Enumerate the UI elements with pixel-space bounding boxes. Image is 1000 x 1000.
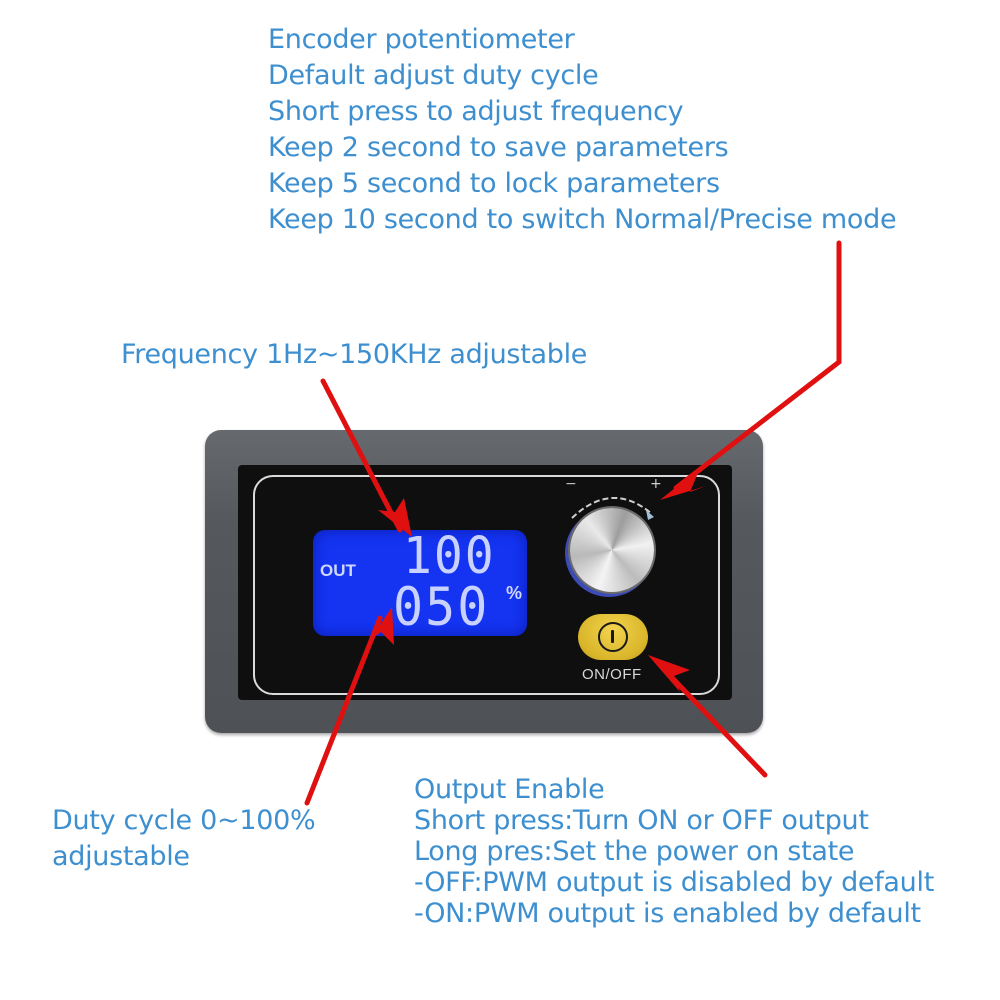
knob-direction-arc-icon xyxy=(571,497,654,520)
lcd-out-label: OUT xyxy=(320,561,356,580)
encoder-note-line: Short press to adjust frequency xyxy=(268,96,684,127)
power-button[interactable] xyxy=(578,614,648,660)
output-enable-notes: Output Enable Short press:Turn ON or OFF… xyxy=(414,774,934,929)
encoder-knob[interactable] xyxy=(570,508,654,592)
duty-cycle-note: Duty cycle 0~100% adjustable xyxy=(52,803,316,875)
lcd-percent-unit: % xyxy=(506,583,523,603)
encoder-notes: Encoder potentiometer Default adjust dut… xyxy=(268,22,897,238)
duty-note-line: Duty cycle 0~100% xyxy=(52,805,316,836)
output-note-line: -ON:PWM output is enabled by default xyxy=(414,898,921,929)
output-note-line: -OFF:PWM output is disabled by default xyxy=(414,867,934,898)
encoder-note-line: Keep 5 second to lock parameters xyxy=(268,168,720,199)
lcd-frequency-value: 100 xyxy=(403,526,496,586)
power-icon xyxy=(598,622,628,652)
knob-minus-symbol: − xyxy=(565,476,577,492)
encoder-note-line: Default adjust duty cycle xyxy=(268,60,599,91)
output-note-line: Output Enable xyxy=(414,774,605,805)
encoder-note-line: Keep 2 second to save parameters xyxy=(268,132,729,163)
duty-note-line: adjustable xyxy=(52,841,190,872)
encoder-note-line: Keep 10 second to switch Normal/Precise … xyxy=(268,204,897,235)
panel-outline xyxy=(253,475,720,695)
lcd-duty-value: 050 xyxy=(393,576,490,638)
output-note-line: Long pres:Set the power on state xyxy=(414,836,855,867)
knob-plus-symbol: + xyxy=(650,476,662,492)
output-note-line: Short press:Turn ON or OFF output xyxy=(414,805,869,836)
power-button-label: ON/OFF xyxy=(582,666,642,683)
frequency-note: Frequency 1Hz~150KHz adjustable xyxy=(121,339,588,370)
encoder-note-line: Encoder potentiometer xyxy=(268,24,575,55)
